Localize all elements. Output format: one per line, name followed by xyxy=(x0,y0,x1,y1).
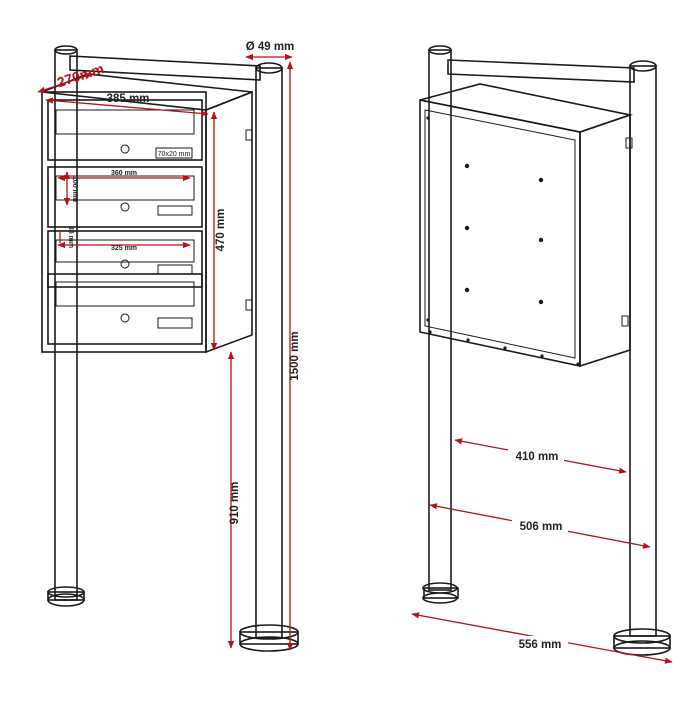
compartment-4 xyxy=(47,273,203,345)
back-view-right-post xyxy=(613,60,671,656)
dim-post-diameter: Ø 49 mm xyxy=(246,41,295,53)
back-bracket-lower xyxy=(621,315,629,327)
back-view-crossbar xyxy=(447,59,635,83)
bracket-lower xyxy=(245,299,253,311)
back-box-side xyxy=(579,113,631,368)
name-plate-label: 70x20 mm xyxy=(158,151,191,158)
dim-slot-height: 100 mm xyxy=(71,176,78,202)
compartment-1: 70x20 mm xyxy=(47,99,203,161)
box-front xyxy=(41,91,207,353)
dim-post-inner-distance: 506 mm xyxy=(520,521,563,533)
box-side-panel xyxy=(205,90,253,354)
dim-depth: 270mm xyxy=(55,60,106,90)
back-bracket-upper xyxy=(625,137,633,149)
back-view-left-post xyxy=(422,45,459,604)
bracket-upper xyxy=(245,129,253,141)
dim-flap-height: 30 mm xyxy=(67,226,74,248)
dimension-lines-front xyxy=(37,53,294,651)
back-left-post xyxy=(47,45,85,607)
front-right-post xyxy=(239,62,299,652)
back-box-rear-panel xyxy=(419,99,581,367)
dim-ground-to-box: 910 mm xyxy=(229,482,241,525)
dim-inner-slot-width: 360 mm xyxy=(111,170,137,177)
dim-flap-width: 325 mm xyxy=(111,245,137,252)
back-view: 410 mm 506 mm 556 mm xyxy=(411,45,673,664)
dim-width: 385 mm xyxy=(107,93,150,105)
dim-box-height: 470 mm xyxy=(215,209,227,252)
dim-total-height: 1500 mm xyxy=(289,331,301,380)
dim-post-outer-distance: 556 mm xyxy=(519,639,562,651)
mounting-holes xyxy=(426,116,580,366)
dim-box-back-width: 410 mm xyxy=(516,451,559,463)
top-crossbar xyxy=(69,55,261,81)
front-view: 70x20 mm xyxy=(37,41,301,652)
